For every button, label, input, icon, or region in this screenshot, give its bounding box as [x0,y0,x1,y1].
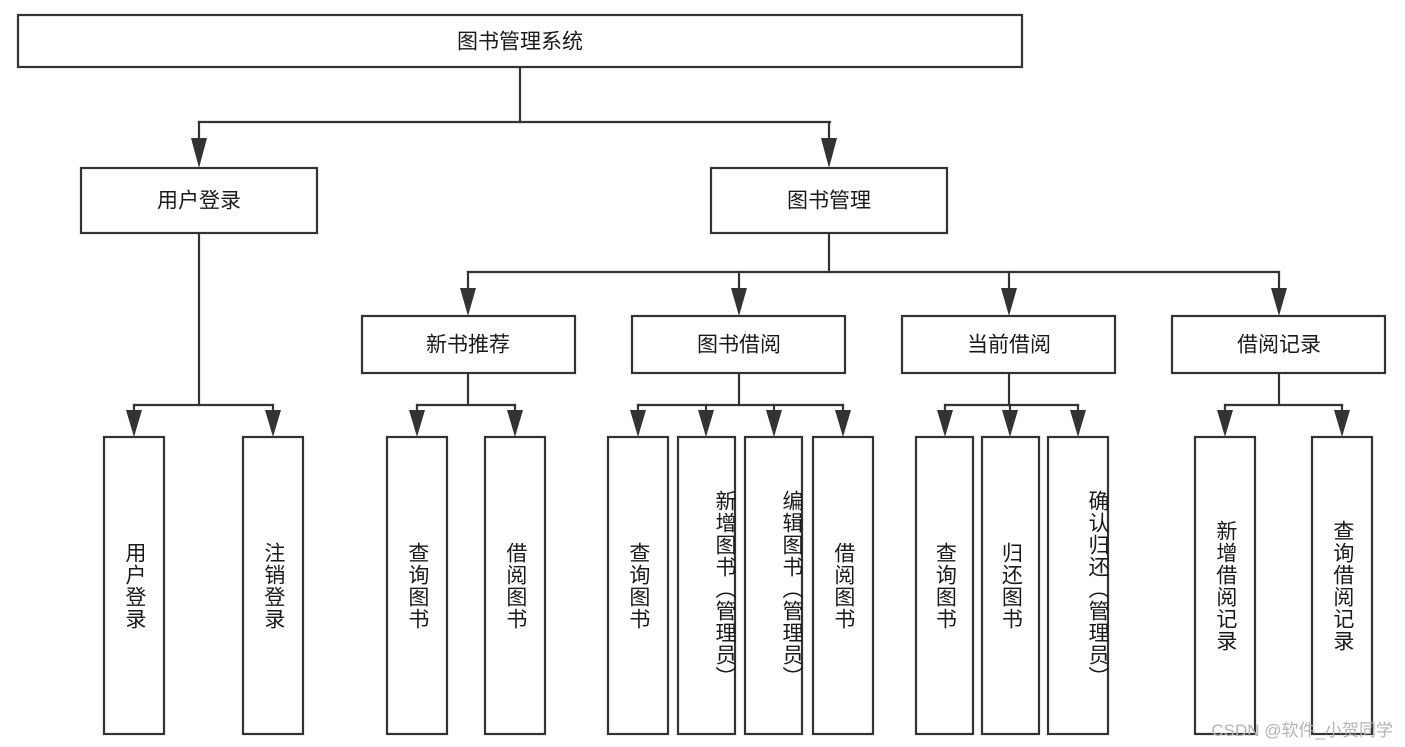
node-user-login[interactable]: 用户登录 [79,166,319,235]
watermark-label: CSDN @软件_小贺同学 [1211,721,1393,740]
node-leaf-query-book-1-box[interactable] [385,435,449,736]
arrowhead-leaf-add-book [698,410,714,437]
arrowhead-leaf-query-book-2 [630,410,646,437]
node-user-login-box[interactable] [79,166,319,235]
node-current-borrow-box[interactable] [900,314,1117,375]
connector-group-current-borrow [937,371,1086,437]
node-borrow-record-label: 借阅记录 [1237,334,1321,357]
node-book-manage-box[interactable] [709,166,949,235]
node-book-borrow-label: 图书借阅 [697,334,781,357]
node-leaf-query-record-box[interactable] [1310,435,1374,736]
node-book-manage[interactable]: 图书管理 [709,166,949,235]
node-leaf-add-book-box[interactable] [676,435,737,736]
node-leaf-return-book-box[interactable] [980,435,1041,736]
connector-group-root [191,65,837,168]
arrowhead-leaf-user-login [126,410,142,437]
connector-group-book-manage [460,231,1287,316]
arrowhead-borrow-record [1271,288,1287,316]
node-new-book-rec-box[interactable] [360,314,577,375]
node-book-manage-label: 图书管理 [787,190,871,213]
arrowhead-leaf-borrow-book-2 [835,410,851,437]
arrowhead-leaf-edit-book [766,410,782,437]
node-book-borrow[interactable]: 图书借阅 [630,314,847,375]
arrowhead-leaf-query-book-1 [409,410,425,437]
node-book-borrow-box[interactable] [630,314,847,375]
arrowhead-leaf-logout [265,410,281,437]
node-current-borrow[interactable]: 当前借阅 [900,314,1117,375]
node-leaf-user-login-box[interactable] [102,435,166,736]
arrowhead-leaf-add-record [1217,410,1233,437]
node-leaf-confirm-return-box[interactable] [1046,435,1110,736]
node-root-box[interactable] [16,13,1024,69]
connector-group-new-book-rec [409,371,523,437]
arrowhead-current-borrow [1001,288,1017,316]
node-user-login-label: 用户登录 [157,190,241,213]
node-new-book-rec-label: 新书推荐 [426,334,510,357]
node-leaf-query-book-3-box[interactable] [914,435,975,736]
node-leaf-query-book-2-box[interactable] [606,435,670,736]
arrowhead-book-manage [821,138,837,168]
node-root-label: 图书管理系统 [457,31,583,54]
node-leaf-logout-box[interactable] [241,435,305,736]
arrowhead-leaf-query-record [1334,410,1350,437]
node-root[interactable]: 图书管理系统 [16,13,1024,69]
node-borrow-record-box[interactable] [1170,314,1387,375]
node-leaf-borrow-book-2-box[interactable] [811,435,875,736]
node-current-borrow-label: 当前借阅 [967,334,1051,357]
arrowhead-leaf-query-book-3 [937,410,953,437]
arrowhead-leaf-borrow-book-1 [507,410,523,437]
arrowhead-new-book-rec [460,288,476,316]
node-leaf-borrow-book-1-box[interactable] [483,435,547,736]
arrowhead-user-login [191,138,207,168]
connector-group-user-login [126,231,281,437]
connector-group-borrow-record [1217,371,1350,437]
arrowhead-leaf-return-book [1002,410,1018,437]
arrowhead-leaf-confirm-return [1070,410,1086,437]
node-new-book-rec[interactable]: 新书推荐 [360,314,577,375]
node-leaf-add-record-box[interactable] [1193,435,1257,736]
arrowhead-book-borrow [731,288,747,316]
node-leaf-edit-book-box[interactable] [743,435,804,736]
connector-group-book-borrow [630,371,851,437]
node-borrow-record[interactable]: 借阅记录 [1170,314,1387,375]
